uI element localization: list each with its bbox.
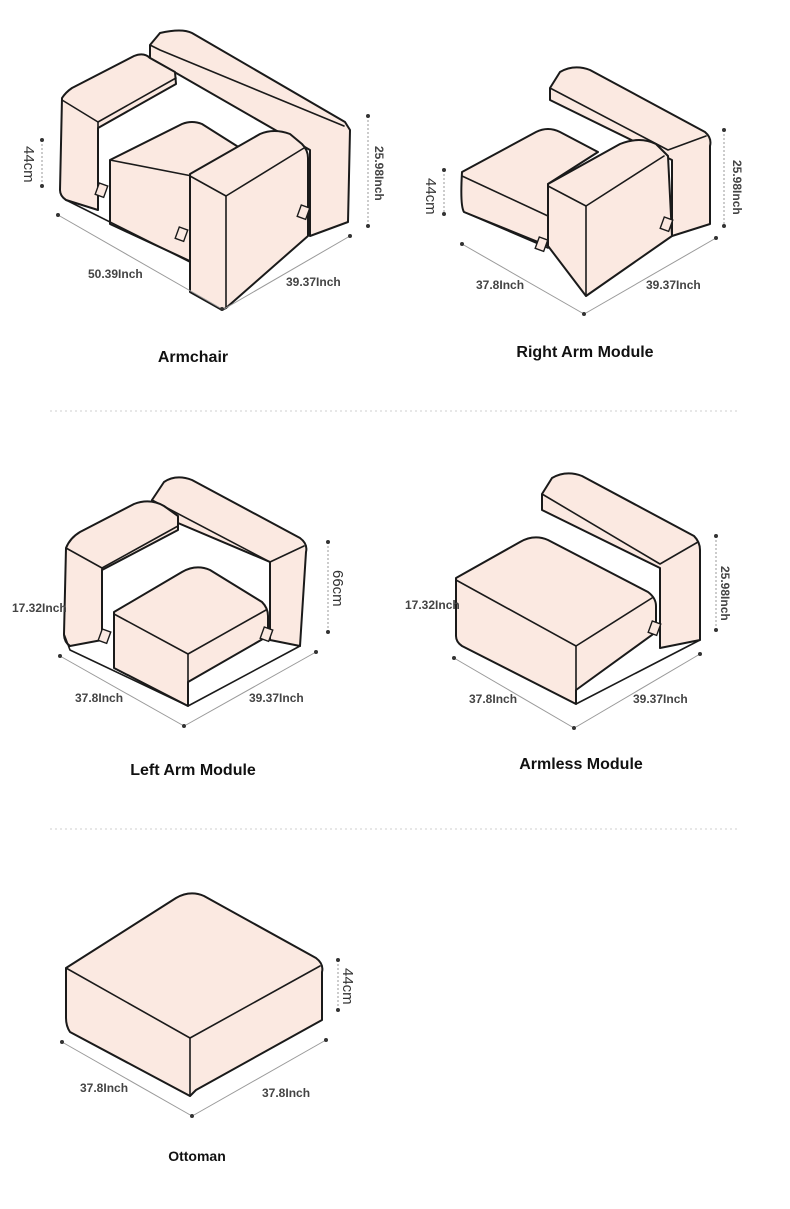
- armchair-width-label: 50.39Inch: [88, 267, 143, 281]
- right-arm-seat-height-label: 44cm: [422, 178, 439, 215]
- left-arm-width-label: 37.8Inch: [75, 691, 123, 705]
- ottoman-height-label: 44cm: [339, 968, 356, 1005]
- left-arm-module-figure: [58, 476, 330, 728]
- armchair-total-height-label: 25.98Inch: [372, 146, 386, 201]
- armchair-depth-label: 39.37Inch: [286, 275, 341, 289]
- armless-total-height-label: 25.98Inch: [718, 566, 732, 621]
- right-arm-width-label: 37.8Inch: [476, 278, 524, 292]
- armless-seat-height-label: 17.32Inch: [405, 598, 460, 612]
- ottoman-depth-label: 37.8Inch: [262, 1086, 310, 1100]
- armless-module-title: Armless Module: [519, 756, 643, 773]
- right-arm-total-height-label: 25.98Inch: [730, 160, 744, 215]
- armless-module-figure: [452, 472, 718, 730]
- right-arm-depth-label: 39.37Inch: [646, 278, 701, 292]
- armchair-figure: [40, 29, 370, 311]
- left-arm-depth-label: 39.37Inch: [249, 691, 304, 705]
- ottoman-width-label: 37.8Inch: [80, 1081, 128, 1095]
- left-arm-seat-height-label: 17.32Inch: [12, 601, 67, 615]
- armless-width-label: 37.8Inch: [469, 692, 517, 706]
- armless-depth-label: 39.37Inch: [633, 692, 688, 706]
- left-arm-module-title: Left Arm Module: [130, 762, 256, 779]
- ottoman-figure: [60, 892, 340, 1118]
- left-arm-total-height-label: 66cm: [329, 570, 346, 607]
- right-arm-module-figure: [442, 66, 726, 316]
- armchair-seat-height-label: 44cm: [20, 146, 37, 183]
- ottoman-title: Ottoman: [168, 1148, 226, 1164]
- right-arm-module-title: Right Arm Module: [516, 344, 653, 361]
- armchair-title: Armchair: [158, 349, 228, 366]
